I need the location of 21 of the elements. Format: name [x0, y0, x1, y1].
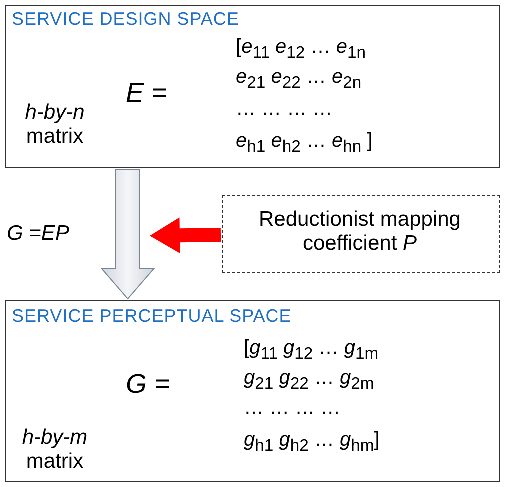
equation-label: G =EP	[7, 222, 70, 246]
description-text: h-by-m matrix	[21, 426, 89, 474]
matrix-row: … … … …	[244, 397, 341, 420]
description-text: Reductionist mapping coefficient P	[258, 208, 462, 256]
dashed-box	[222, 195, 500, 273]
description-text: h-by-n matrix	[24, 101, 86, 150]
matrix-row: g$_{21}$ g$_{22}$ … g$_{2m}$	[244, 367, 374, 394]
matrix-row: g$_{h1}$ g$_{h2}$ … g$_{hm}$]	[244, 429, 380, 456]
equation-label: E =	[126, 78, 168, 110]
block-arrow	[100, 170, 156, 300]
arrow	[150, 218, 222, 254]
section-heading: SERVICE DESIGN SPACE	[12, 9, 240, 30]
space-box	[5, 300, 500, 482]
matrix-row: e$_{h1}$ e$_{h2}$ … e$_{hn}$ ]	[236, 130, 373, 156]
space-box	[5, 5, 500, 168]
section-heading: SERVICE PERCEPTUAL SPACE	[12, 306, 292, 327]
matrix-row: [g$_{11}$ g$_{12}$ … g$_{1m}$	[244, 337, 379, 364]
matrix-row: [e$_{11}$ e$_{12}$ … e$_{1n}$	[236, 36, 366, 62]
equation-label: G =	[126, 369, 170, 400]
matrix-row: … … … …	[236, 98, 333, 121]
matrix-row: e$_{21}$ e$_{22}$ … e$_{2n}$	[236, 66, 362, 92]
